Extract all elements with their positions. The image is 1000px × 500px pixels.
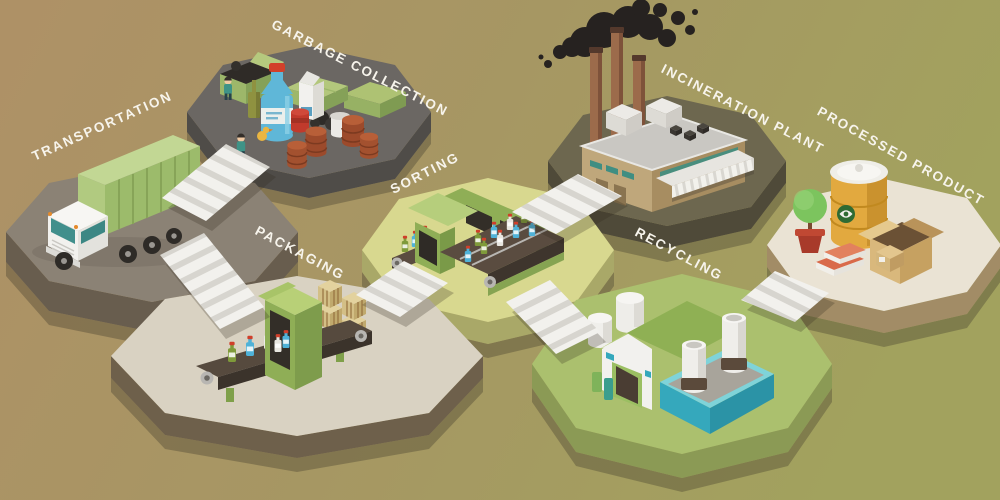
- recycle-bin: [592, 372, 602, 392]
- packaging-machine: [258, 282, 322, 390]
- incineration-building: [578, 98, 754, 212]
- recycle-bin: [604, 378, 613, 400]
- windshield: [51, 218, 75, 244]
- sorting-machine: [391, 188, 564, 296]
- storage-tank: [588, 292, 644, 348]
- platform-packaging: [111, 276, 483, 472]
- rust-barrel: [304, 125, 328, 158]
- rubber-duck: [257, 126, 273, 141]
- sawtooth-awning: [656, 150, 754, 202]
- eco-label-icon: [837, 205, 855, 223]
- rust-barrel: [359, 131, 379, 160]
- books-stack: [816, 243, 866, 276]
- plastic-bottle-large: [261, 63, 293, 142]
- cardboard-box-small: [876, 245, 904, 272]
- potted-tree: [793, 189, 827, 253]
- waste-container-closed: [344, 82, 406, 118]
- stairs-recycling-to-processed: [741, 271, 835, 332]
- recycling-chimney: [681, 313, 747, 393]
- stairs-packaging-to-sorting: [356, 261, 454, 327]
- stairs-transport-to-packaging: [160, 233, 270, 339]
- stairs-sorting-to-incineration: [512, 174, 628, 244]
- platform-processed-product: [767, 160, 1000, 347]
- garbage-truck: [32, 135, 212, 270]
- trash-bag: [231, 61, 241, 71]
- side-window: [81, 220, 105, 244]
- stairs-sorting-to-recycling: [506, 280, 606, 364]
- recycling-building: [592, 301, 774, 434]
- platform-recycling: [532, 274, 832, 492]
- stairs-transport-to-garbage: [162, 144, 276, 231]
- rooftop-structure: [606, 98, 682, 136]
- wine-bottle: [248, 80, 260, 118]
- rust-barrel: [286, 140, 308, 170]
- truck-cab: [46, 201, 108, 268]
- soda-can: [291, 108, 309, 133]
